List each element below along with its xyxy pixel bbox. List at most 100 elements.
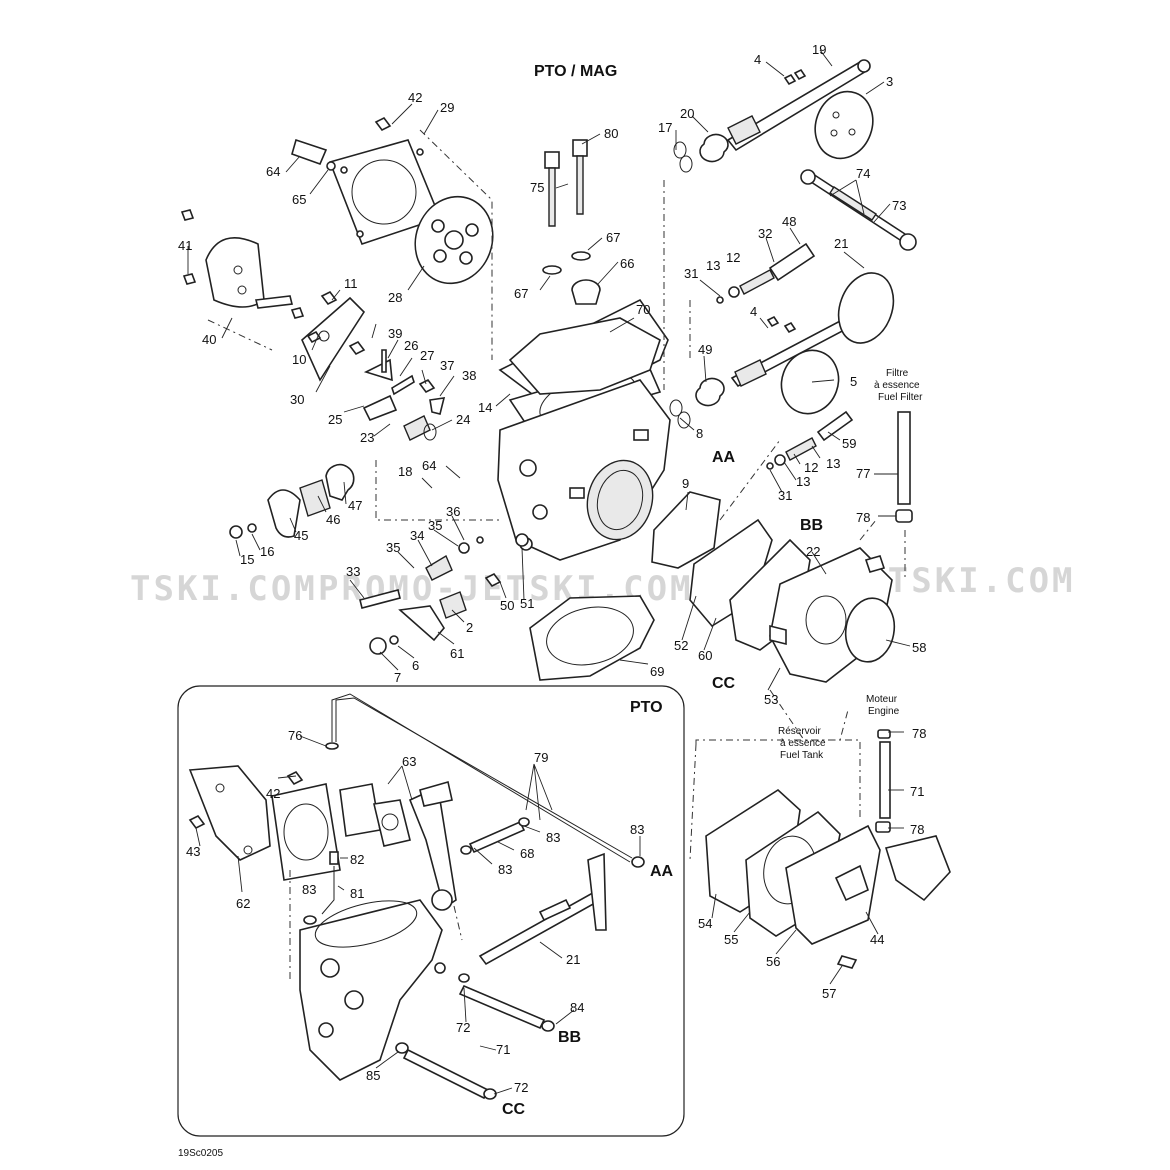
callout-41: 41: [178, 238, 192, 253]
mixture-screw-59: [766, 410, 854, 470]
callout-24: 24: [456, 412, 470, 427]
link-rod: [800, 169, 917, 251]
inset-parts: [188, 693, 645, 1100]
callout-27: 27: [420, 348, 434, 363]
callout-6: 6: [412, 658, 419, 673]
callout-61: 61: [450, 646, 464, 661]
callout-48: 48: [782, 214, 796, 229]
fuel-pump-stack: [651, 491, 896, 683]
inset-title: PTO: [630, 699, 663, 716]
bracket-64: [291, 116, 392, 171]
callout-8: 8: [696, 426, 703, 441]
callout-33: 33: [346, 564, 360, 579]
callout-20: 20: [680, 106, 694, 121]
callout-78c: 78: [910, 822, 924, 837]
note-fuel-filter-1: Filtre: [886, 368, 909, 379]
pump-diaphragm-28: [414, 195, 494, 285]
callout-labels: 19 4 3 42 29 80 17 20 64 65 75 74 73 41 …: [178, 42, 926, 1095]
callout-11: 11: [344, 276, 358, 291]
connector-cc-inset: CC: [502, 1101, 526, 1118]
pilot-jet-assembly: [716, 242, 816, 304]
callout-73: 73: [892, 198, 906, 213]
callout-35a: 35: [428, 518, 442, 533]
connector-cc-top: CC: [712, 675, 736, 692]
callout-62: 62: [236, 896, 250, 911]
callout-37: 37: [440, 358, 454, 373]
callout-13b: 13: [826, 456, 840, 471]
callout-78a: 78: [856, 510, 870, 525]
callout-21-inset: 21: [566, 952, 580, 967]
callout-19: 19: [812, 42, 826, 57]
throttle-shaft-middle: [669, 272, 895, 429]
callout-43: 43: [186, 844, 200, 859]
callout-81: 81: [350, 886, 364, 901]
connector-aa-inset: AA: [650, 863, 674, 880]
note-fuel-filter-3: Fuel Filter: [878, 392, 923, 403]
choke-parts: [229, 463, 355, 539]
connector-bb-inset: BB: [558, 1029, 581, 1046]
callout-52: 52: [674, 638, 688, 653]
note-fuel-filter-2: à essence: [874, 380, 920, 391]
long-screws: [542, 139, 601, 305]
callout-40: 40: [202, 332, 216, 347]
callout-76: 76: [288, 728, 302, 743]
callout-34: 34: [410, 528, 424, 543]
callout-69: 69: [650, 664, 664, 679]
gasket-70: [508, 317, 661, 395]
inset-guide-lines: [289, 870, 463, 980]
callout-83d: 83: [302, 882, 316, 897]
callout-80: 80: [604, 126, 618, 141]
callout-15: 15: [240, 552, 254, 567]
callout-46: 46: [326, 512, 340, 527]
connector-labels: AA BB CC AA BB CC: [502, 449, 823, 1118]
callout-9: 9: [682, 476, 689, 491]
callout-35b: 35: [386, 540, 400, 555]
watermark-left: TSKI.COM: [130, 569, 318, 609]
callout-7: 7: [394, 670, 401, 685]
note-fuel-tank-2: à essence: [780, 738, 826, 749]
callout-72a: 72: [456, 1020, 470, 1035]
callout-78b: 78: [912, 726, 926, 741]
callout-55: 55: [724, 932, 738, 947]
callout-36: 36: [446, 504, 460, 519]
callout-83c: 83: [498, 862, 512, 877]
callout-65: 65: [292, 192, 306, 207]
callout-64b: 64: [422, 458, 436, 473]
notes: Filtre à essence Fuel Filter Réservoir à…: [778, 368, 923, 761]
callout-13c: 13: [796, 474, 810, 489]
gasket-69: [529, 595, 655, 681]
callout-83b: 83: [546, 830, 560, 845]
callout-74: 74: [856, 166, 870, 181]
callout-2: 2: [466, 620, 473, 635]
callout-75: 75: [530, 180, 544, 195]
callout-85: 85: [366, 1068, 380, 1083]
figure-code: 19Sc0205: [178, 1148, 223, 1159]
callout-16: 16: [260, 544, 274, 559]
callout-68: 68: [520, 846, 534, 861]
callout-31b: 31: [778, 488, 792, 503]
callout-67a: 67: [514, 286, 528, 301]
callout-49: 49: [698, 342, 712, 357]
callout-71b: 71: [496, 1042, 510, 1057]
callout-21-top: 21: [834, 236, 848, 251]
leader-lines: [187, 49, 911, 1095]
callout-42: 42: [408, 90, 422, 105]
connector-bb-top: BB: [800, 517, 823, 534]
throttle-shaft-top: [673, 59, 874, 173]
callout-70: 70: [636, 302, 650, 317]
callout-51: 51: [520, 596, 534, 611]
fuel-filter: [895, 411, 913, 523]
callout-12a: 12: [726, 250, 740, 265]
callout-67b: 67: [606, 230, 620, 245]
callout-10: 10: [292, 352, 306, 367]
callout-29: 29: [440, 100, 454, 115]
callout-64: 64: [266, 164, 280, 179]
callout-5: 5: [850, 374, 857, 389]
callout-54: 54: [698, 916, 712, 931]
callout-32: 32: [758, 226, 772, 241]
callout-4b: 4: [750, 304, 757, 319]
callout-18: 18: [398, 464, 412, 479]
callout-45: 45: [294, 528, 308, 543]
callout-60: 60: [698, 648, 712, 663]
